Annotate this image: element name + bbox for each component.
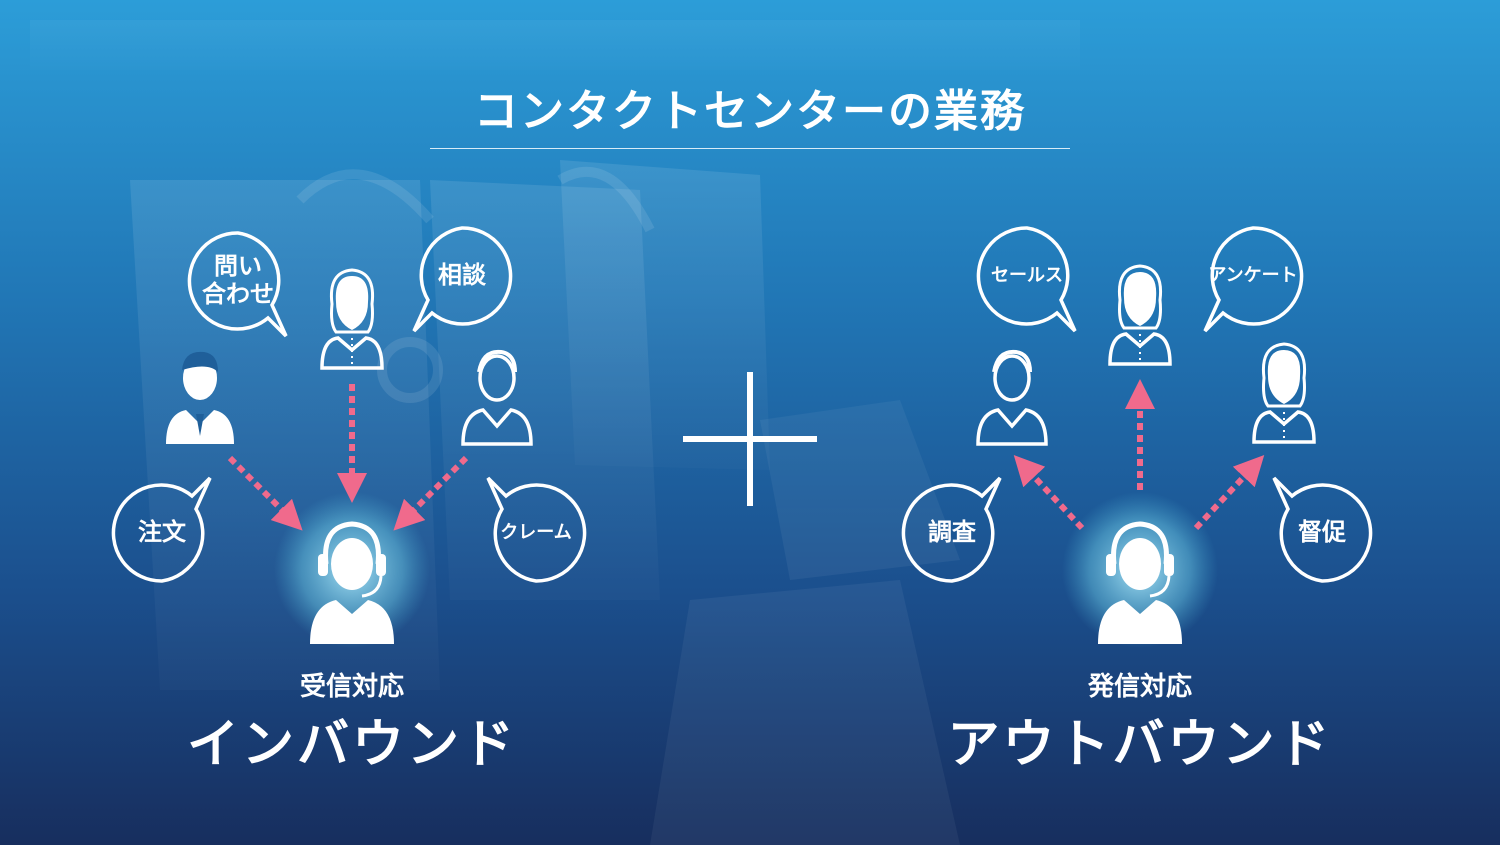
customer-male-icon — [461, 349, 533, 446]
bubble-dunning-label: 督促 — [1298, 518, 1346, 547]
bubble-order-label: 注文 — [138, 518, 186, 547]
target-female-right-icon — [1252, 342, 1316, 444]
headset-silhouettes — [296, 166, 655, 403]
customer-businessman-icon — [166, 351, 234, 444]
inbound-operator-icon — [274, 492, 430, 648]
target-female-top-icon — [1108, 264, 1172, 366]
bubble-sales-label: セールス — [991, 264, 1063, 286]
arrow-operator-to-female-right — [1193, 455, 1265, 531]
outbound-main-label: アウトバウンド — [947, 715, 1333, 775]
keyboard-silhouettes — [650, 400, 960, 845]
bubble-consultation-label: 相談 — [438, 261, 486, 290]
bubble-research-label: 調査 — [928, 518, 976, 547]
customer-female-icon — [320, 268, 384, 370]
inbound-main-label: インバウンド — [186, 715, 517, 775]
page-title: コンタクトセンターの業務 — [474, 86, 1026, 137]
arrow-male-to-operator — [393, 455, 469, 531]
inbound-group — [111, 226, 587, 648]
bubble-complaint-label: クレーム — [500, 521, 572, 543]
plus-sign-icon — [683, 372, 817, 506]
outbound-operator-icon — [1062, 492, 1218, 648]
outbound-group — [901, 226, 1373, 648]
arrow-operator-to-male — [1013, 455, 1085, 531]
bubble-survey-label: アンケート — [1208, 264, 1298, 286]
bubble-inquiry-label: 問い 合わせ — [202, 252, 274, 308]
outbound-sub-label: 発信対応 — [1087, 672, 1192, 702]
title-underline — [430, 148, 1070, 149]
inbound-sub-label: 受信対応 — [299, 672, 404, 702]
arrow-businessman-to-operator — [227, 455, 303, 531]
target-male-icon — [976, 349, 1048, 446]
